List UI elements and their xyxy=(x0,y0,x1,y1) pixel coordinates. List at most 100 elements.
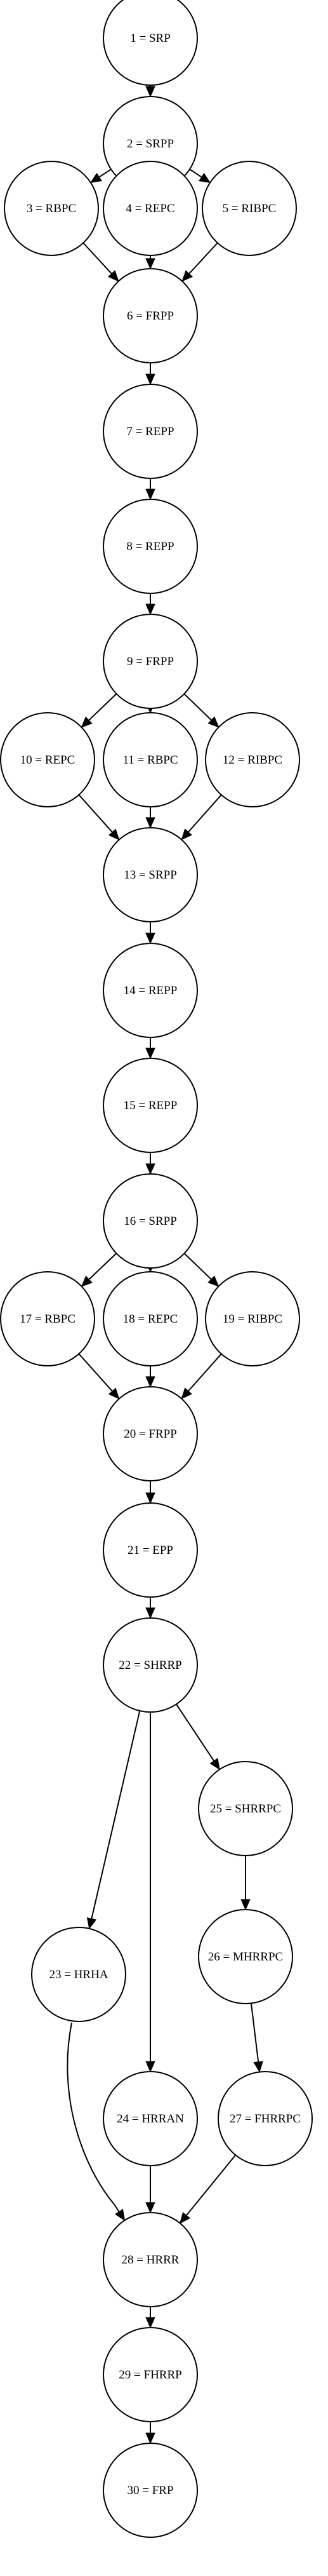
edge-line-27-28 xyxy=(184,2154,237,2218)
node-label-13: 13 = SRPP xyxy=(124,868,177,882)
edge-line-19-20 xyxy=(186,1353,222,1394)
edge-1-2 xyxy=(145,85,155,98)
edge-line-3-6 xyxy=(82,242,114,276)
edge-arrowhead-16-17 xyxy=(81,1276,93,1287)
edge-arrowhead-10-13 xyxy=(108,828,120,840)
node-circle-8 xyxy=(103,499,198,594)
node-label-17: 17 = RBPC xyxy=(20,1312,75,1326)
node-circle-26 xyxy=(198,1909,293,2004)
edge-arrowhead-20-21 xyxy=(145,1492,155,1504)
edge-22-25 xyxy=(176,1704,220,1770)
node-circle-13 xyxy=(103,827,198,922)
edge-arrowhead-25-26 xyxy=(240,1899,251,1911)
edge-3-6 xyxy=(82,242,119,282)
edge-arrowhead-3-6 xyxy=(107,270,119,282)
node-circle-16 xyxy=(103,1173,198,1269)
node-circle-1 xyxy=(103,0,198,86)
node-circle-12 xyxy=(205,712,300,807)
edge-arrowhead-1-2 xyxy=(145,86,155,98)
node-label-27: 27 = FHRRPC xyxy=(230,2112,301,2126)
node-label-4: 4 = REPC xyxy=(126,202,174,215)
edge-4-6 xyxy=(145,255,155,270)
edge-22-24 xyxy=(145,1712,155,2073)
edge-line-16-19 xyxy=(183,1253,214,1282)
edge-15-16 xyxy=(145,1152,155,1175)
node-6: 6 = FRPP xyxy=(103,268,198,363)
node-12: 12 = RIBPC xyxy=(205,712,300,807)
node-label-1: 1 = SRP xyxy=(130,32,171,45)
node-circle-11 xyxy=(103,712,198,807)
edge-12-13 xyxy=(181,794,222,840)
node-13: 13 = SRPP xyxy=(103,827,198,922)
edge-8-9 xyxy=(145,593,155,616)
node-circle-6 xyxy=(103,268,198,363)
edge-line-26-27 xyxy=(250,2003,259,2065)
node-label-7: 7 = REPP xyxy=(126,425,174,438)
node-3: 3 = RBPC xyxy=(4,161,99,256)
edge-line-9-12 xyxy=(183,693,214,723)
node-circle-7 xyxy=(103,384,198,479)
node-circle-28 xyxy=(103,2212,198,2307)
node-label-30: 30 = FRP xyxy=(127,2484,173,2497)
edge-arrowhead-21-22 xyxy=(145,1607,155,1619)
node-label-11: 11 = RBPC xyxy=(122,753,178,767)
node-10: 10 = REPC xyxy=(0,712,95,807)
edge-9-10 xyxy=(81,693,117,728)
edge-line-10-13 xyxy=(78,794,115,835)
edge-21-22 xyxy=(145,1597,155,1619)
edge-arrowhead-15-16 xyxy=(145,1163,155,1175)
node-label-28: 28 = HRRR xyxy=(122,2253,180,2267)
edge-arrowhead-18-20 xyxy=(145,1376,155,1388)
edge-arrowhead-6-7 xyxy=(145,374,155,386)
edge-7-8 xyxy=(145,478,155,501)
edge-arrowhead-14-15 xyxy=(145,1048,155,1060)
node-21: 21 = EPP xyxy=(103,1502,198,1598)
edge-27-28 xyxy=(179,2154,237,2224)
node-circle-3 xyxy=(4,161,99,256)
node-9: 9 = FRPP xyxy=(103,614,198,709)
edge-14-15 xyxy=(145,1037,155,1060)
edge-17-20 xyxy=(78,1353,120,1399)
node-circle-27 xyxy=(218,2071,313,2166)
node-label-19: 19 = RIBPC xyxy=(223,1312,282,1326)
edge-19-20 xyxy=(181,1353,222,1399)
node-circle-19 xyxy=(205,1271,300,1366)
edge-arrowhead-7-8 xyxy=(145,489,155,501)
node-circle-21 xyxy=(103,1502,198,1598)
edge-5-6 xyxy=(181,242,218,282)
node-label-9: 9 = FRPP xyxy=(127,655,174,668)
node-circle-24 xyxy=(103,2071,198,2166)
node-24: 24 = HRRAN xyxy=(103,2071,198,2166)
node-label-14: 14 = REPP xyxy=(124,984,178,997)
node-15: 15 = REPP xyxy=(103,1058,198,1153)
edge-arrowhead-22-24 xyxy=(145,2061,155,2073)
node-11: 11 = RBPC xyxy=(103,712,198,807)
node-8: 8 = REPP xyxy=(103,499,198,594)
node-circle-4 xyxy=(103,161,198,256)
node-17: 17 = RBPC xyxy=(0,1271,95,1366)
node-label-5: 5 = RIBPC xyxy=(223,202,277,215)
edge-line-17-20 xyxy=(78,1353,115,1394)
node-7: 7 = REPP xyxy=(103,384,198,479)
edge-arrowhead-29-30 xyxy=(145,2432,155,2445)
node-circle-5 xyxy=(202,161,297,256)
edge-13-14 xyxy=(145,922,155,945)
node-label-6: 6 = FRPP xyxy=(127,309,174,323)
node-5: 5 = RIBPC xyxy=(202,161,297,256)
node-label-8: 8 = REPP xyxy=(126,540,174,553)
edge-arrowhead-9-10 xyxy=(81,716,93,728)
node-circle-20 xyxy=(103,1386,198,1481)
edge-arrowhead-17-20 xyxy=(108,1387,120,1399)
edge-arrowhead-16-19 xyxy=(207,1275,220,1287)
edge-2-3 xyxy=(89,168,112,184)
node-circle-29 xyxy=(103,2327,198,2422)
node-label-21: 21 = EPP xyxy=(128,1544,173,1557)
node-28: 28 = HRRR xyxy=(103,2212,198,2307)
node-circle-9 xyxy=(103,614,198,709)
edge-16-17 xyxy=(81,1253,117,1287)
edge-line-22-25 xyxy=(176,1704,216,1763)
node-20: 20 = FRPP xyxy=(103,1386,198,1481)
edge-23-28 xyxy=(67,2022,126,2222)
edge-2-5 xyxy=(189,168,211,184)
node-29: 29 = FHRRP xyxy=(103,2327,198,2422)
